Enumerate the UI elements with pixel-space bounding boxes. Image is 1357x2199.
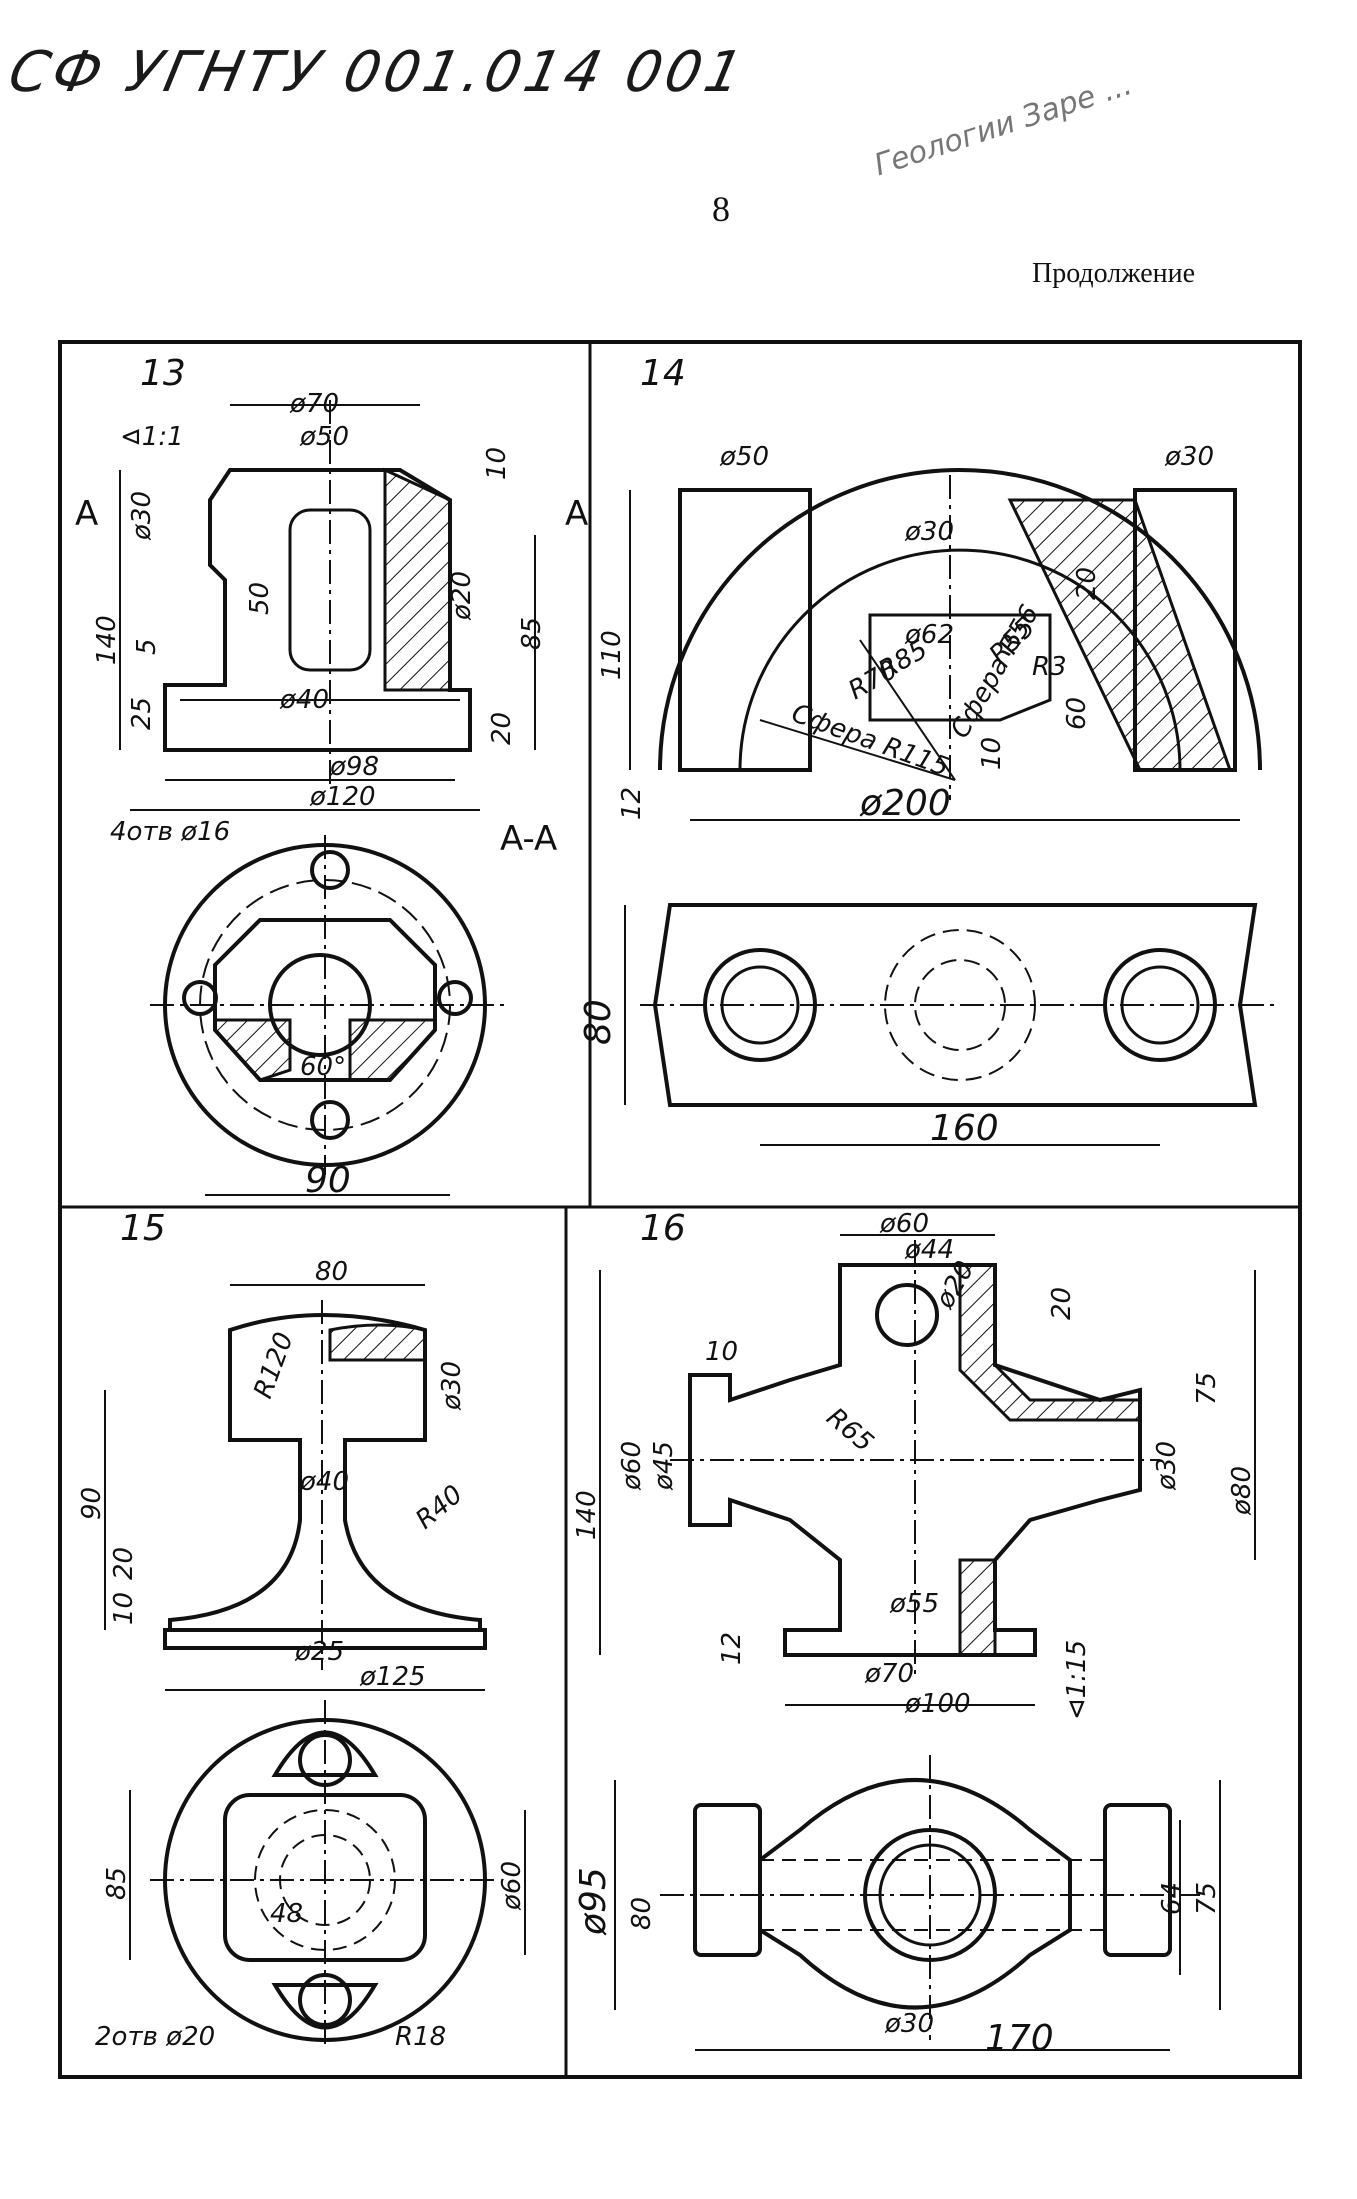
p14-dim-r3: R3 xyxy=(1032,652,1067,682)
p16-dim-d55: ø55 xyxy=(889,1589,939,1619)
p13-dim-50: 50 xyxy=(245,582,275,615)
p15-dim-80: 80 xyxy=(315,1257,348,1287)
p16-dim-75: 75 xyxy=(1192,1372,1222,1405)
sheet-frame xyxy=(58,340,1302,2079)
panel-14-number: 14 xyxy=(640,353,686,394)
p15-dim-d40: ø40 xyxy=(299,1467,349,1497)
p13-dim-d50: ø50 xyxy=(299,422,349,452)
p16-dim-64: 64 xyxy=(1157,1882,1187,1915)
p15-holes: 2отв ø20 xyxy=(95,2022,215,2052)
p14-dim-80: 80 xyxy=(578,999,619,1045)
p15-dim-48: 48 xyxy=(270,1899,303,1929)
panel-15-number: 15 xyxy=(120,1208,166,1249)
p16-dim-d60-side: ø60 xyxy=(617,1441,647,1491)
p16-dim-d80: ø80 xyxy=(1227,1466,1257,1516)
p15-dim-d25: ø25 xyxy=(294,1637,344,1667)
p13-dim-d120: ø120 xyxy=(309,782,376,812)
panel-13: 13 ⊲1:1 ø70 ø50 ø30 10 ø20 50 85 140 5 2… xyxy=(75,353,588,1201)
p14-dim-160: 160 xyxy=(930,1108,999,1149)
p15-dim-d60: ø60 xyxy=(497,1861,527,1911)
p15-front-dims: 80 R120 ø30 90 ø40 R40 10 20 ø25 ø125 xyxy=(77,1257,469,1692)
panel-16-number: 16 xyxy=(640,1208,686,1249)
p14-top-view xyxy=(624,903,1275,1146)
p15-dim-20: 20 xyxy=(109,1547,139,1580)
p16-dim-d100: ø100 xyxy=(904,1689,971,1719)
panel-14: 14 ø50 ø30 ø30 20 110 ø62 R85 R70 R55 R3… xyxy=(578,353,1275,1149)
p15-front-view xyxy=(104,1284,487,1691)
continuation-label: Продолжение xyxy=(1032,258,1196,289)
p14-dim-12: 12 xyxy=(617,787,647,820)
p15-dim-r18: R18 xyxy=(395,2022,446,2052)
p16-dim-d44: ø44 xyxy=(904,1235,954,1265)
p13-section-mark-left: A xyxy=(75,494,98,534)
panel-16: 16 ø60 ø44 ø20 20 10 R65 75 ø60 ø45 140 … xyxy=(572,1208,1257,2059)
p13-dim-140: 140 xyxy=(92,615,122,665)
p15-dim-85: 85 xyxy=(102,1867,132,1900)
p13-holes: 4отв ø16 xyxy=(110,817,230,847)
p13-dim-d30: ø30 xyxy=(127,491,157,541)
page-number: 8 xyxy=(712,189,730,229)
p13-dim-60deg: 60° xyxy=(300,1052,346,1082)
p16-dim-d30: ø30 xyxy=(1152,1441,1182,1491)
p15-dim-r120: R120 xyxy=(248,1329,299,1403)
p16-dim-d30-bottom: ø30 xyxy=(884,2009,934,2039)
p13-dim-d70: ø70 xyxy=(289,389,339,419)
p13-taper: ⊲1:1 xyxy=(120,422,184,452)
p16-dim-d60: ø60 xyxy=(879,1209,929,1239)
panel-15: 15 80 R120 ø30 90 ø40 R40 10 20 ø25 ø125 xyxy=(77,1208,527,2052)
p13-section-mark-right: A xyxy=(565,494,588,534)
p13-dim-10: 10 xyxy=(482,447,512,480)
p13-section-view xyxy=(150,835,505,1196)
p13-dim-25: 25 xyxy=(127,697,157,730)
p14-dim-d200: ø200 xyxy=(859,783,951,824)
p16-dim-75-side: 75 xyxy=(1192,1882,1222,1915)
p16-top-view xyxy=(614,1755,1221,2051)
p15-dim-d125: ø125 xyxy=(359,1662,426,1692)
p14-front-view xyxy=(629,468,1262,821)
p15-dim-r40: R40 xyxy=(410,1479,468,1535)
p13-dim-d98: ø98 xyxy=(329,752,379,782)
p14-dim-d50: ø50 xyxy=(719,442,769,472)
p16-dim-10: 10 xyxy=(705,1337,738,1367)
p13-dim-20: 20 xyxy=(487,712,517,745)
p15-dim-90: 90 xyxy=(77,1487,107,1520)
p14-dim-60: 60 xyxy=(1062,697,1092,730)
p16-front-view xyxy=(599,1234,1256,1706)
p14-dim-20: 20 xyxy=(1072,567,1102,600)
p14-dim-d30-top: ø30 xyxy=(1164,442,1214,472)
p14-dim-d62: ø62 xyxy=(904,620,954,650)
p13-dim-5: 5 xyxy=(132,638,162,655)
p13-dim-90: 90 xyxy=(305,1160,351,1201)
p16-dim-140: 140 xyxy=(572,1490,602,1540)
p16-dim-d70: ø70 xyxy=(864,1659,914,1689)
p15-dim-10: 10 xyxy=(109,1592,139,1625)
p16-dim-r65: R65 xyxy=(821,1402,879,1458)
p13-dim-d20: ø20 xyxy=(447,571,477,621)
p14-dim-d30: ø30 xyxy=(904,517,954,547)
p14-sphere-r56: Сфера R56 xyxy=(945,600,1045,743)
p13-front-dims: ⊲1:1 ø70 ø50 ø30 10 ø20 50 85 140 5 25 ø… xyxy=(75,389,588,859)
p14-dim-110: 110 xyxy=(597,630,627,680)
p13-dim-85: 85 xyxy=(517,617,547,650)
p14-dim-10: 10 xyxy=(977,737,1007,770)
p16-dim-170: 170 xyxy=(985,2018,1054,2059)
p13-section-label: A-A xyxy=(500,819,557,859)
p15-dim-d30: ø30 xyxy=(437,1361,467,1411)
p16-dim-20: 20 xyxy=(1047,1287,1077,1320)
p16-dim-80: 80 xyxy=(627,1897,657,1930)
p13-front-view xyxy=(119,400,536,811)
panel-13-number: 13 xyxy=(140,353,186,394)
p16-taper: ⊲1:15 xyxy=(1062,1640,1092,1720)
p13-dim-d40: ø40 xyxy=(279,685,329,715)
p16-dim-d95: ø95 xyxy=(573,1867,614,1936)
p16-dim-12: 12 xyxy=(717,1632,747,1665)
p16-dim-d45: ø45 xyxy=(649,1441,679,1491)
p15-top-view xyxy=(129,1700,526,2050)
